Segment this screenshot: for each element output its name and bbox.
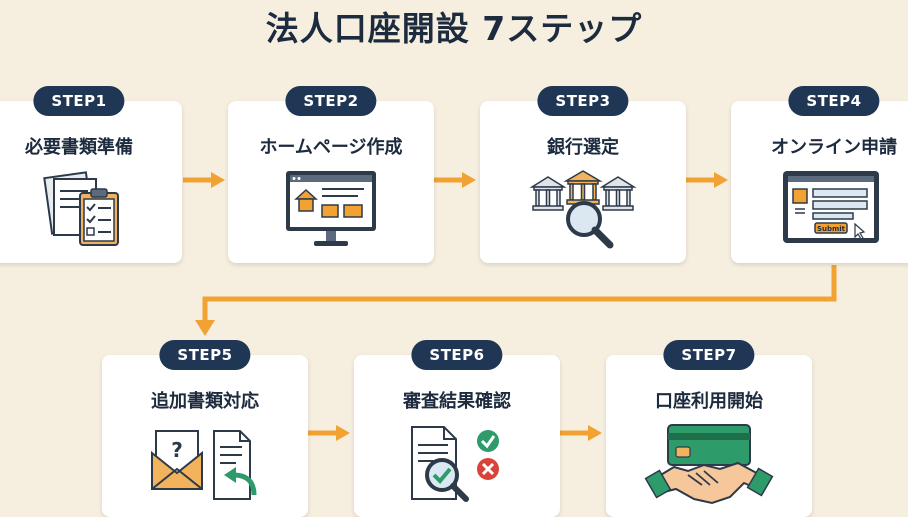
step-card-7: STEP7 口座利用開始	[606, 340, 812, 517]
step-title: 審査結果確認	[403, 391, 511, 412]
arrow-step1-to-step2	[183, 172, 225, 188]
documents-checklist-icon	[43, 171, 119, 246]
step-title: オンライン申請	[771, 137, 897, 158]
step-card-5: STEP5 追加書類対応 ?	[102, 340, 308, 517]
bank-magnifier-icon	[529, 170, 637, 249]
step-title: ホームページ作成	[259, 137, 403, 158]
envelope-question-document-icon: ?	[151, 430, 257, 500]
arrow-step6-to-step7	[560, 425, 602, 441]
step-badge: STEP2	[285, 86, 377, 116]
page-title: 法人口座開設 7ステップ	[265, 9, 643, 48]
step-title: 必要書類準備	[25, 137, 133, 158]
step-card-1: STEP1 必要書類準備	[0, 86, 182, 263]
step-badge: STEP4	[788, 86, 880, 116]
check-circle-icon	[477, 430, 499, 452]
step-title: 口座利用開始	[655, 391, 763, 412]
step-card-3: STEP3 銀行選定	[480, 86, 686, 263]
website-monitor-icon	[286, 171, 376, 246]
submit-label: Submit	[817, 225, 846, 233]
step-card-4: STEP4 オンライン申請 Submit	[731, 86, 908, 263]
step-badge: STEP1	[33, 86, 125, 116]
arrow-step5-to-step6	[308, 425, 350, 441]
card-handshake-icon	[644, 424, 774, 505]
step-title: 銀行選定	[547, 137, 619, 158]
step-badge: STEP5	[159, 340, 251, 370]
step-title: 追加書類対応	[151, 391, 259, 412]
online-form-monitor-icon: Submit	[783, 171, 879, 243]
step-badge: STEP7	[663, 340, 755, 370]
question-mark-icon: ?	[171, 438, 183, 462]
document-review-check-icon	[411, 426, 499, 502]
step-badge: STEP6	[411, 340, 503, 370]
step-card-6: STEP6 審査結果確認	[354, 340, 560, 517]
step-card-2: STEP2 ホームページ作成	[228, 86, 434, 263]
step-badge: STEP3	[537, 86, 629, 116]
arrow-step3-to-step4	[686, 172, 728, 188]
arrow-step2-to-step3	[434, 172, 476, 188]
